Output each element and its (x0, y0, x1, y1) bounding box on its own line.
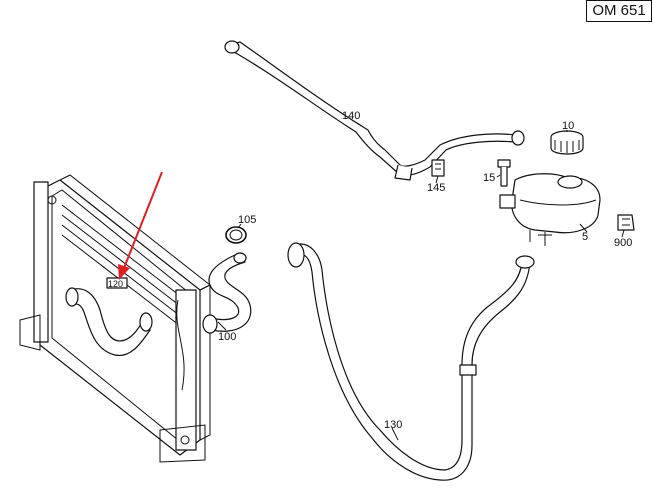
label-105: 105 (238, 214, 256, 226)
part-labels: 10 15 5 140 145 900 105 100 130 120 (108, 110, 632, 431)
vent-line-140 (224, 40, 525, 181)
hose-130 (287, 242, 535, 481)
label-900: 900 (614, 237, 632, 249)
hose-100 (202, 252, 252, 334)
label-100: 100 (218, 331, 236, 343)
expansion-tank-5 (499, 173, 601, 246)
label-120: 120 (108, 279, 123, 289)
label-15: 15 (483, 172, 495, 184)
cap-10 (550, 130, 584, 155)
clip-145 (431, 159, 445, 177)
engine-code-badge: OM 651 (586, 0, 652, 22)
connector-900 (617, 214, 635, 231)
hose-120 (65, 277, 153, 357)
o-ring-105 (225, 226, 247, 244)
label-130: 130 (384, 419, 402, 431)
label-5: 5 (582, 231, 588, 243)
radiator (19, 174, 211, 463)
highlight-arrow (118, 171, 163, 280)
label-145: 145 (427, 182, 445, 194)
label-10: 10 (562, 120, 574, 132)
label-140: 140 (342, 110, 360, 122)
bolt-15 (497, 159, 511, 187)
leader-lines (217, 119, 625, 441)
